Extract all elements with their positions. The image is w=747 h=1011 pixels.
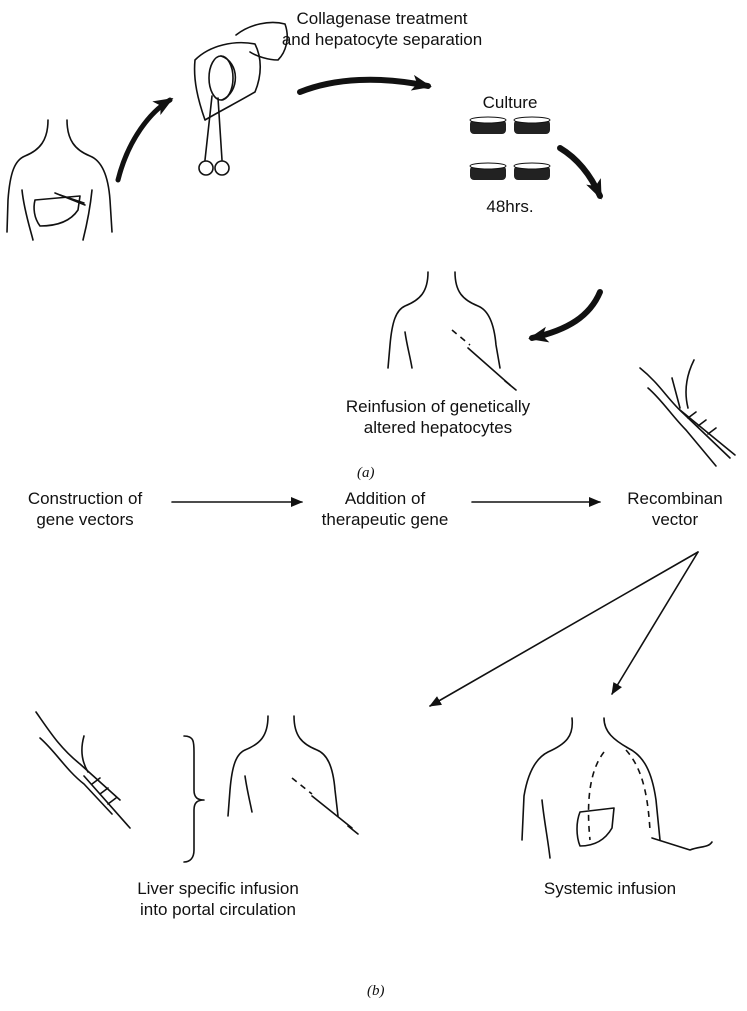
label-liver-specific-infusion: Liver specific infusion into portal circ… xyxy=(88,878,348,920)
label-recombinant-line1: Recombinan xyxy=(603,488,747,509)
culture-dishes-figure xyxy=(470,117,550,180)
caption-panel-b: (b) xyxy=(367,983,385,1000)
label-construction: Construction of gene vectors xyxy=(0,488,170,530)
label-liver-line1: Liver specific infusion xyxy=(88,878,348,899)
grouping-brace xyxy=(184,736,204,862)
arrow-recombinant-to-liver-infusion xyxy=(430,552,698,706)
label-liver-line2: into portal circulation xyxy=(88,899,348,920)
liver-infusion-torso-figure xyxy=(228,716,358,834)
label-reinfusion-line2: altered hepatocytes xyxy=(318,417,558,438)
label-construction-line1: Construction of xyxy=(0,488,170,509)
label-addition-line2: therapeutic gene xyxy=(300,509,470,530)
portal-vein-detail-a xyxy=(640,360,735,466)
arrow-culture-down xyxy=(560,148,600,196)
donor-torso-figure xyxy=(7,120,112,240)
label-culture: Culture xyxy=(460,92,560,113)
label-addition-line1: Addition of xyxy=(300,488,470,509)
recipient-torso-figure xyxy=(388,272,516,390)
arrow-liver-to-culture xyxy=(300,80,428,92)
label-systemic-infusion: Systemic infusion xyxy=(530,878,690,899)
label-collagenase-line1: Collagenase treatment xyxy=(232,8,532,29)
caption-panel-a: (a) xyxy=(357,465,375,482)
label-addition: Addition of therapeutic gene xyxy=(300,488,470,530)
label-construction-line2: gene vectors xyxy=(0,509,170,530)
label-reinfusion: Reinfusion of genetically altered hepato… xyxy=(318,396,558,438)
portal-vein-detail-b xyxy=(36,712,130,828)
arrow-recombinant-to-systemic xyxy=(612,552,698,694)
label-collagenase-line2: and hepatocyte separation xyxy=(232,29,532,50)
label-reinfusion-line1: Reinfusion of genetically xyxy=(318,396,558,417)
label-collagenase-treatment: Collagenase treatment and hepatocyte sep… xyxy=(232,8,532,50)
label-recombinant-line2: vector xyxy=(603,509,747,530)
arrow-donor-to-liver xyxy=(118,100,170,180)
label-recombinant-vector: Recombinan vector xyxy=(603,488,747,530)
label-48hrs: 48hrs. xyxy=(460,196,560,217)
systemic-infusion-torso-figure xyxy=(522,718,712,858)
arrow-to-recipient xyxy=(532,292,600,338)
